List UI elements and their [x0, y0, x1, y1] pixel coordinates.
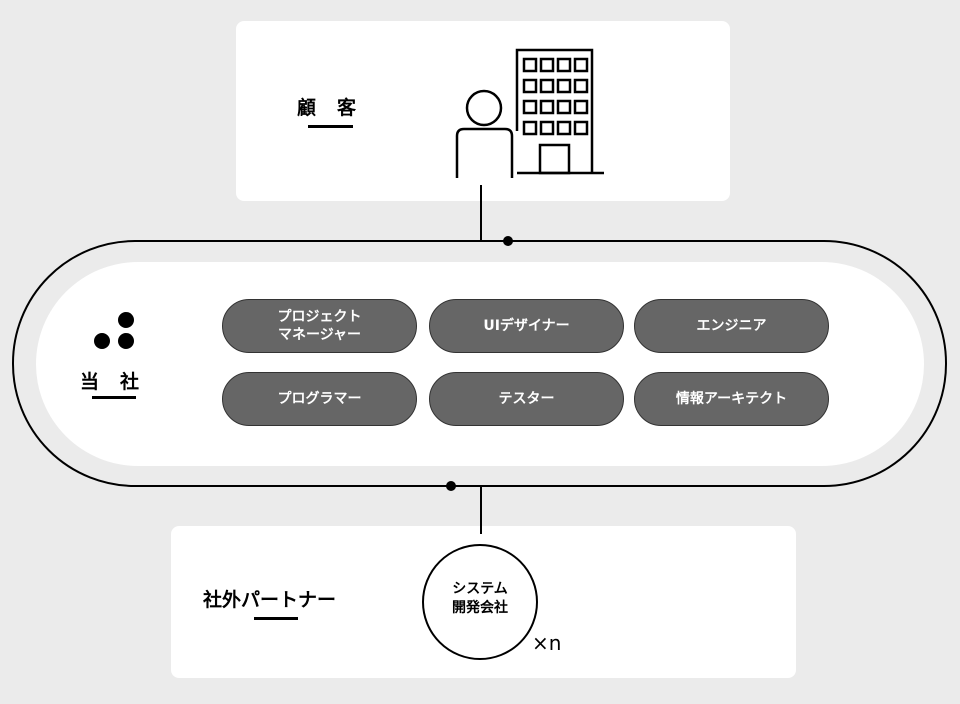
partners-underline [254, 617, 298, 620]
connector-dot [503, 236, 513, 246]
building-window [556, 78, 572, 94]
partners-label: 社外パートナー [203, 589, 337, 611]
building-window [573, 120, 589, 136]
customer-underline [308, 125, 353, 128]
company-outline [12, 240, 947, 487]
building-window [539, 57, 555, 73]
person-icon [455, 89, 514, 178]
role-project-manager: プロジェクト マネージャー [222, 299, 417, 353]
building-icon [515, 48, 604, 175]
company-inner [36, 262, 924, 466]
company-logo-dots [94, 312, 134, 349]
building-window [522, 78, 538, 94]
role-programmer: プログラマー [222, 372, 417, 426]
building-window [573, 78, 589, 94]
building-window [573, 57, 589, 73]
building-window [522, 57, 538, 73]
multiplier-label: ×n [532, 631, 562, 655]
building-window [573, 99, 589, 115]
building-window [556, 57, 572, 73]
role-information-architect: 情報アーキテクト [634, 372, 829, 426]
company-label: 当 社 [80, 371, 141, 393]
connector-dot [446, 481, 456, 491]
building-window [556, 99, 572, 115]
building-window [539, 78, 555, 94]
building-window [539, 120, 555, 136]
building-window [522, 120, 538, 136]
building-window [556, 120, 572, 136]
partner-circle [422, 544, 538, 660]
role-engineer: エンジニア [634, 299, 829, 353]
company-underline [92, 396, 136, 399]
building-window [539, 99, 555, 115]
role-tester: テスター [429, 372, 624, 426]
role-ui-designer: UIデザイナー [429, 299, 624, 353]
system-dev-company-label: システム 開発会社 [452, 581, 508, 616]
customer-card [236, 21, 730, 201]
customer-label: 顧 客 [297, 97, 358, 119]
building-window [522, 99, 538, 115]
